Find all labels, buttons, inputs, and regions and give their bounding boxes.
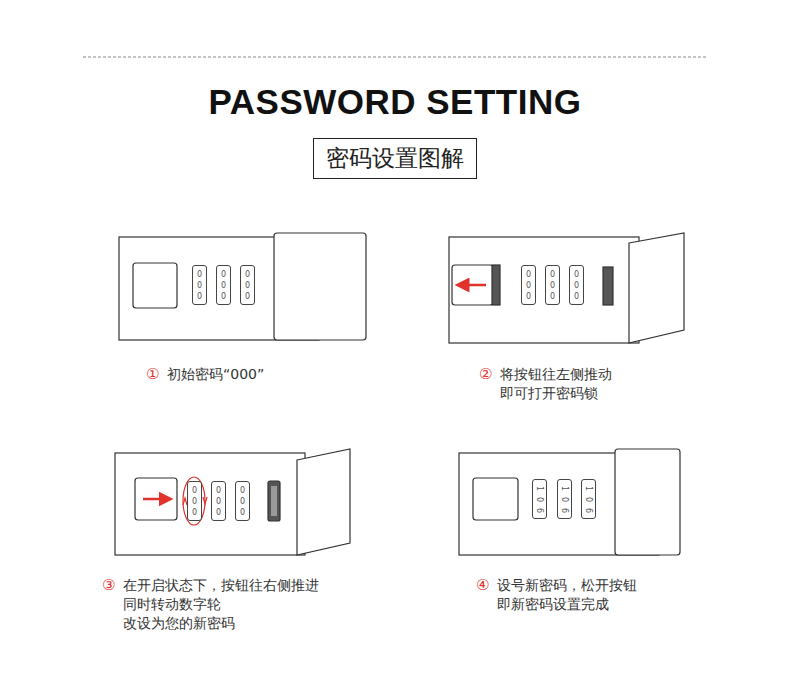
dial-wheel: 000 <box>240 265 255 305</box>
dial-wheel: 000 <box>235 481 250 521</box>
dial-digit: 6 <box>559 507 570 512</box>
dial-digit: 0 <box>526 280 531 291</box>
dial-digit: 0 <box>550 291 555 302</box>
dial-digit: 0 <box>240 485 245 496</box>
dial-wheel: 000 <box>192 265 207 305</box>
dial-digit: 0 <box>534 496 545 501</box>
dial-wheel: 000 <box>569 265 584 305</box>
dial-digit: 0 <box>216 485 221 496</box>
lock-open <box>449 233 684 343</box>
dashed-rule <box>83 57 708 58</box>
dial-digit: 0 <box>526 291 531 302</box>
dial-digit: 0 <box>574 291 579 302</box>
dial-digit: 0 <box>192 485 197 496</box>
dial-digit: 0 <box>583 496 594 501</box>
subtitle-box: 密码设置图解 <box>313 138 477 179</box>
dial-digit: 0 <box>550 269 555 280</box>
dial-digit: 0 <box>526 269 531 280</box>
page-title: PASSWORD SETTING <box>209 82 582 122</box>
lock-setting <box>115 449 350 555</box>
step-number: ① <box>146 365 159 383</box>
dial-digit: 0 <box>245 269 250 280</box>
dial-digit: 6 <box>583 507 594 512</box>
dial-digit: 0 <box>216 507 221 518</box>
dial-digit: 0 <box>245 291 250 302</box>
dial-digit: 0 <box>197 291 202 302</box>
dial-digit: 0 <box>197 269 202 280</box>
dial-digit: 1 <box>559 485 570 490</box>
step-caption: 在开启状态下，按钮往右侧推进 同时转动数字轮 改设为您的新密码 <box>123 576 333 633</box>
dial-digit: 0 <box>221 291 226 302</box>
step-number: ③ <box>102 576 115 594</box>
dial-digit: 0 <box>240 496 245 507</box>
dial-wheel: 000 <box>187 481 202 521</box>
dial-digit: 0 <box>192 496 197 507</box>
step-caption: 设号新密码，松开按钮 即新密码设置完成 <box>497 576 651 614</box>
step-number: ④ <box>476 576 489 594</box>
dial-digit: 0 <box>192 507 197 518</box>
dial-digit: 0 <box>221 269 226 280</box>
dial-digit: 0 <box>559 496 570 501</box>
dial-digit: 0 <box>197 280 202 291</box>
dial-wheel: 1 0 6 <box>532 479 547 519</box>
dial-digit: 1 <box>534 485 545 490</box>
dial-digit: 0 <box>574 280 579 291</box>
subtitle-text: 密码设置图解 <box>326 145 464 171</box>
dial-digit: 0 <box>240 507 245 518</box>
dial-digit: 0 <box>221 280 226 291</box>
dial-wheel: 000 <box>521 265 536 305</box>
lock-new-code <box>459 449 680 555</box>
dial-wheel: 1 0 6 <box>557 479 572 519</box>
dial-wheel: 000 <box>211 481 226 521</box>
step-caption: 初始密码“000” <box>167 365 335 384</box>
dial-wheel: 1 0 6 <box>581 479 596 519</box>
dial-wheel: 000 <box>216 265 231 305</box>
dial-digit: 1 <box>583 485 594 490</box>
dial-digit: 0 <box>216 496 221 507</box>
lock-closed <box>119 233 366 340</box>
step-number: ② <box>479 365 492 383</box>
step-caption: 将按钮往左侧推动 即可打开密码锁 <box>500 365 626 403</box>
dial-digit: 0 <box>245 280 250 291</box>
dial-digit: 6 <box>534 507 545 512</box>
dial-wheel: 000 <box>545 265 560 305</box>
dial-digit: 0 <box>550 280 555 291</box>
dial-digit: 0 <box>574 269 579 280</box>
